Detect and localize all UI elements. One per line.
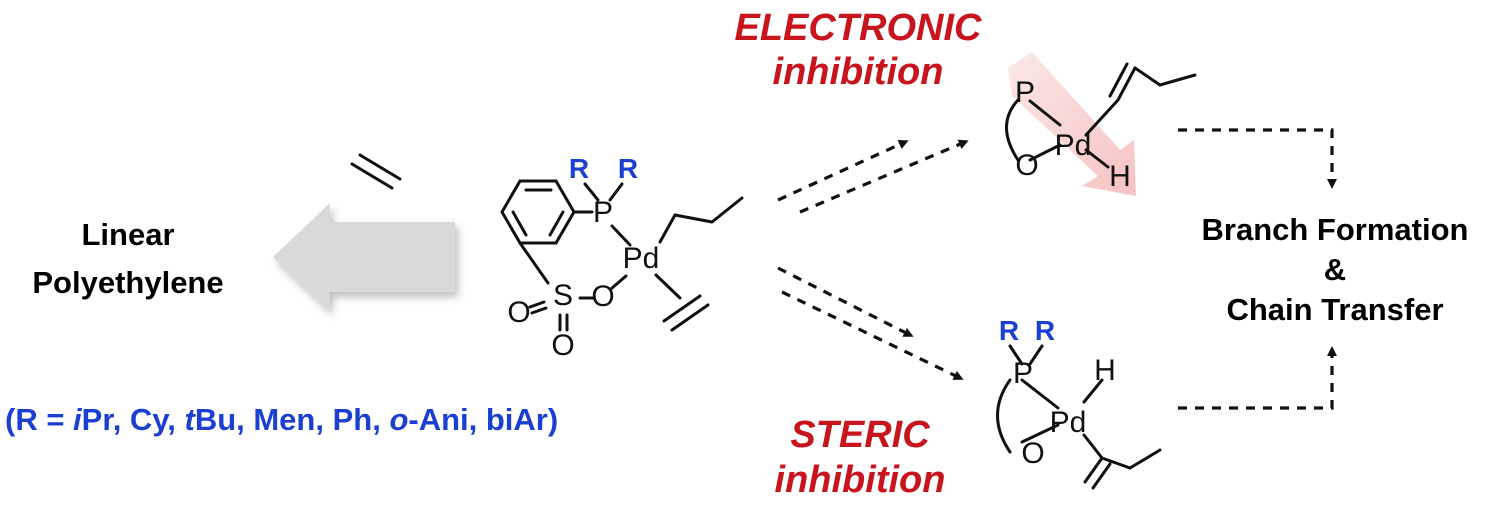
- lower-dashed-arrows: [777, 266, 964, 380]
- ethylene-monomer: [350, 153, 402, 190]
- atom-o-bottom: O: [551, 329, 574, 362]
- atom-o-left: O: [507, 296, 530, 329]
- electronic-effect-arrow: [1008, 52, 1136, 196]
- product-line1: Linear: [81, 217, 174, 252]
- outcome-line1: Branch Formation: [1202, 212, 1469, 247]
- atom-p: P: [593, 196, 613, 229]
- atom-p: P: [1013, 357, 1033, 390]
- pd-catalyst: R R P Pd S O O O: [500, 153, 744, 362]
- r-group-right: R: [618, 153, 638, 184]
- atom-s: S: [553, 279, 573, 312]
- atom-p: P: [1015, 76, 1035, 109]
- atom-o: O: [1021, 437, 1044, 470]
- r-group-left: R: [569, 153, 589, 184]
- steric-label: STERIC: [790, 414, 930, 456]
- electronic-label: ELECTRONIC: [735, 7, 983, 49]
- atom-o-bridge: O: [591, 280, 614, 313]
- atom-pd: Pd: [623, 242, 660, 275]
- polymerization-arrow: [273, 203, 455, 311]
- outcome-line3: Chain Transfer: [1226, 292, 1443, 327]
- r-group-left: R: [999, 315, 1019, 346]
- atom-h: H: [1109, 160, 1131, 193]
- steric-sub-label: inhibition: [775, 459, 946, 501]
- steric-hydride-complex: R R P Pd O H: [996, 315, 1162, 490]
- outcome-arrows: [1178, 128, 1337, 410]
- electronic-sub-label: inhibition: [773, 51, 944, 93]
- product-line2: Polyethylene: [32, 265, 223, 300]
- upper-dashed-arrows: [777, 139, 969, 214]
- r-group-list: (R = iPr, Cy, tBu, Men, Ph, o-Ani, biAr): [5, 402, 558, 437]
- atom-h: H: [1094, 354, 1116, 387]
- outcome-line2: &: [1324, 252, 1346, 287]
- atom-o: O: [1015, 149, 1038, 182]
- electronic-hydride-complex: P Pd O H: [1005, 52, 1197, 196]
- atom-pd: Pd: [1050, 406, 1087, 439]
- atom-pd: Pd: [1055, 129, 1092, 162]
- r-group-right: R: [1035, 315, 1055, 346]
